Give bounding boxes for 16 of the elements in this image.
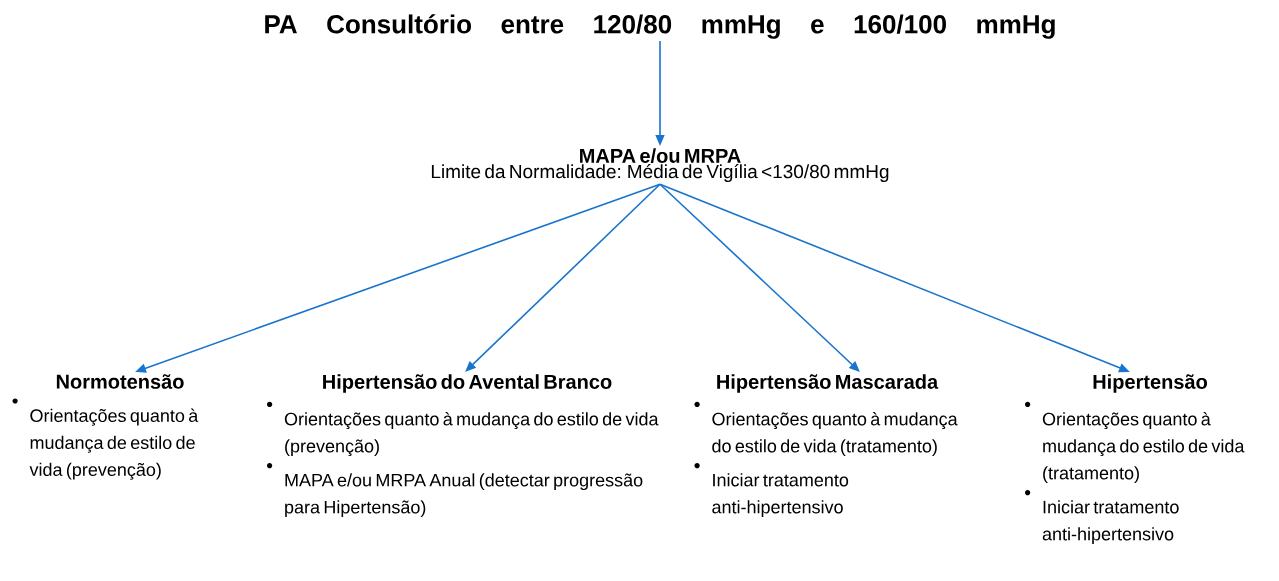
bullet-item: Orientações quanto à mudança do estilo de vida (tratamento) — [694, 401, 958, 457]
arrow — [659, 183, 860, 372]
heading: Hipertensão do Avental Branco — [323, 374, 612, 393]
bullet-item: Iniciar tratamento anti-hipertensivo — [694, 463, 849, 517]
bullet-item: Orientações quanto à mudança de estilo de vida (prevenção) — [12, 398, 199, 480]
heading: Hipertensão — [1093, 374, 1207, 393]
heading: Hipertensão Mascarada — [717, 374, 939, 393]
bullet-item: Iniciar tratamento anti-hipertensivo — [1025, 490, 1179, 544]
bullet-item: Orientações quanto à mudança do estilo de vida (tratamento) — [1025, 401, 1245, 484]
arrow — [465, 183, 661, 372]
description: Limite da Normalidade: Média de Vigília <130/80 mmHg — [431, 164, 889, 182]
title: PA Consultório entre 120/80 mmHg e 160/100 mmHg — [265, 14, 1055, 39]
heading: Normotensão — [56, 374, 184, 389]
bullet-item: MAPA e/ou MRPA Anual (detectar progressão para Hipertensão) — [267, 463, 643, 518]
bullet-item: Orientações quanto à mudança do estilo de vida (prevenção) — [267, 401, 659, 457]
heading: MAPA e/ou MRPA — [580, 148, 741, 164]
